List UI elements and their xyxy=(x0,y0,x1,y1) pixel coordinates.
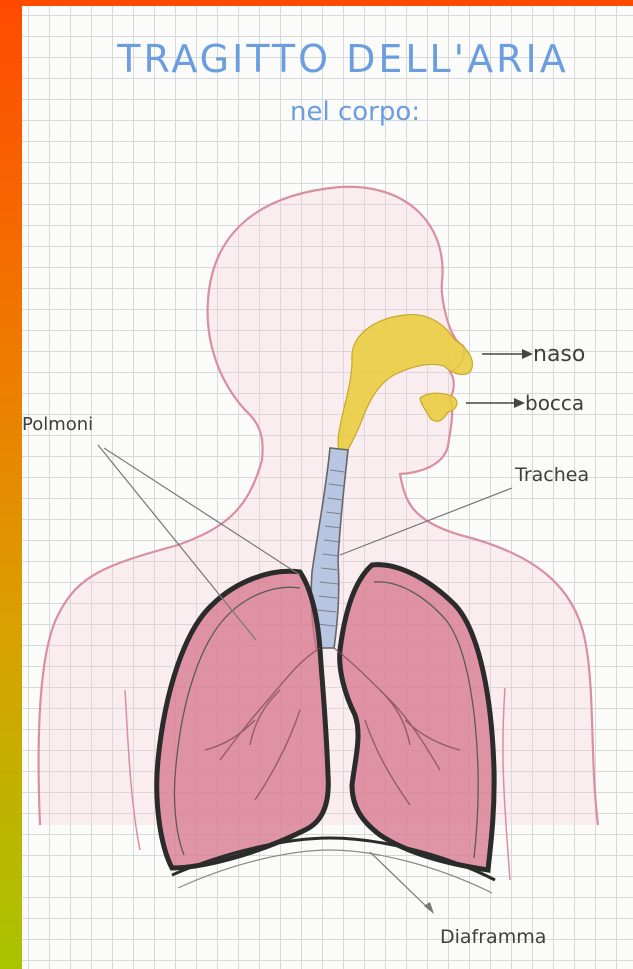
diagram-title: TRAGITTO DELL'ARIA xyxy=(116,37,568,81)
diaframma-pointer xyxy=(370,852,430,910)
label-diaframma: Diaframma xyxy=(440,926,546,948)
label-polmoni: Polmoni xyxy=(22,414,93,435)
label-naso: naso xyxy=(533,342,585,367)
diaframma-arrowhead xyxy=(424,902,434,914)
naso-arrowhead xyxy=(522,349,533,359)
bocca-arrowhead xyxy=(514,398,525,408)
label-trachea: Trachea xyxy=(514,464,589,486)
diagram-subtitle: nel corpo: xyxy=(290,97,420,127)
label-bocca: bocca xyxy=(525,391,584,415)
